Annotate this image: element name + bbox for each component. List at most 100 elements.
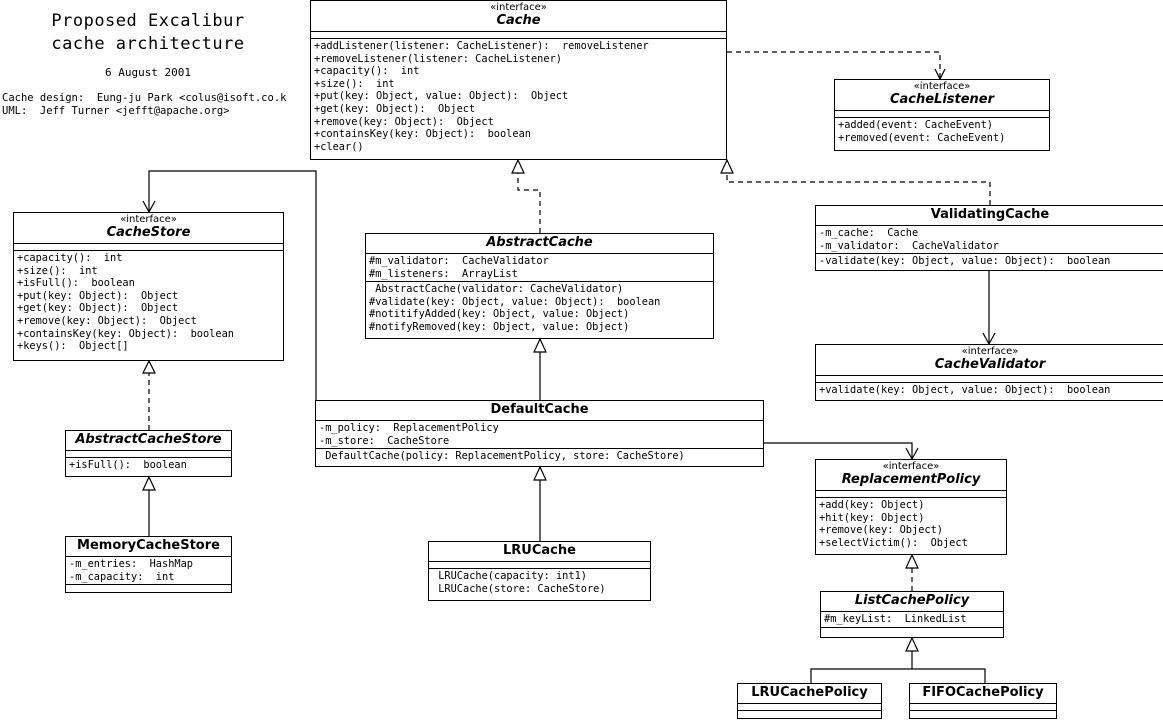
operation: +keys(): Object[] [17,340,129,353]
stereotype-label: «interface» [961,346,1019,357]
credit-design: Cache design: Eung-ju Park <colus@isoft.… [2,92,287,104]
attribute: -m_capacity: int [69,570,175,583]
attribute: -m_cache: Cache [819,227,919,239]
class-name: ListCachePolicy [854,593,970,608]
triangle-head [142,359,156,374]
operation: +capacity(): int [314,65,420,78]
class-name: ReplacementPolicy [841,472,981,487]
class-name: CacheStore [106,225,191,240]
attributes-compartment [816,491,1006,498]
operation: +remove(key: Object): Object [17,314,197,327]
attributes-compartment [311,32,726,39]
operations-compartment [66,585,231,591]
attribute: -m_policy: ReplacementPolicy [319,422,499,434]
attribute: #m_listeners: ArrayList [369,267,518,280]
operations-compartment [910,711,1056,717]
triangle-head [720,158,734,174]
triangle-head [142,475,156,491]
class-lru-cache-policy: LRUCachePolicy [737,683,882,719]
operation: AbstractCache(validator: CacheValidator) [369,283,624,296]
attributes-compartment [835,111,1049,118]
realization-abstractcache-cache [517,173,541,233]
operation: #notitifyAdded(key: Object, value: Objec… [369,308,630,321]
operation: +add(key: Object) [819,499,925,511]
operation: +get(key: Object): Object [314,102,476,115]
class-lru-cache: LRUCache LRUCache(capacity: int1) LRUCac… [428,541,651,601]
operations-compartment: +isFull(): boolean [66,458,231,473]
operation: +added(event: CacheEvent) [838,119,993,131]
association-store [148,170,317,400]
operations-compartment: DefaultCache(policy: ReplacementPolicy, … [316,449,763,464]
operation: +validate(key: Object, value: Object): b… [819,384,1111,396]
operation: +hit(key: Object) [819,511,925,524]
stereotype-label: «interface» [120,214,177,225]
operation: +isFull(): boolean [69,459,187,471]
attributes-compartment [738,704,881,711]
title-line-1: Proposed Excalibur [51,11,245,31]
operation: +remove(key: Object) [819,524,943,537]
class-abstract-cache: AbstractCache #m_validator: CacheValidat… [365,233,714,339]
class-default-cache: DefaultCache -m_policy: ReplacementPolic… [315,400,764,467]
class-cache-listener: «interface» CacheListener +added(event: … [834,79,1050,151]
operation: LRUCache(capacity: int1) [432,570,587,582]
diagram-date: 6 August 2001 [104,66,192,79]
operation: +get(key: Object): Object [17,302,179,315]
operation: +isFull(): boolean [17,277,135,290]
attributes-compartment [14,244,283,251]
title-line-2: cache architecture [51,34,245,54]
operation: +removed(event: CacheEvent) [838,131,1006,144]
class-name: AbstractCache [486,235,593,250]
operations-compartment: +added(event: CacheEvent) +removed(event… [835,118,1049,145]
triangle-head [533,465,547,481]
class-memory-cache-store: MemoryCacheStore -m_entries: HashMap -m_… [65,536,232,593]
generalization-policies [810,651,986,683]
operation: +addListener(listener: CacheListener): r… [314,40,649,52]
attributes-compartment [429,562,650,569]
attributes-compartment: -m_cache: Cache -m_validator: CacheValid… [816,226,1163,255]
operation: +capacity(): int [17,252,123,264]
operation: +put(key: Object): Object [17,289,179,302]
operation: +containsKey(key: Object): boolean [314,128,531,141]
operations-compartment [821,628,1003,634]
diagram-title: Proposed Excalibur cache architecture [8,10,288,56]
triangle-head [905,636,919,652]
triangle-head [511,158,525,174]
dependency-cache-listener [727,51,941,78]
diagram-credits: Cache design: Eung-ju Park <colus@isoft.… [2,92,286,118]
class-cache-store: «interface» CacheStore +capacity(): int … [13,212,284,361]
class-name: DefaultCache [490,402,589,417]
attribute: #m_keyList: LinkedList [824,613,967,625]
operations-compartment: +validate(key: Object, value: Object): b… [816,383,1163,398]
class-name: FIFOCachePolicy [922,685,1044,700]
operations-compartment: -validate(key: Object, value: Object): b… [816,254,1163,269]
class-replacement-policy: «interface» ReplacementPolicy +add(key: … [815,459,1007,555]
class-name: Cache [496,13,541,28]
attributes-compartment: #m_keyList: LinkedList [821,612,1003,628]
class-cache-validator: «interface» CacheValidator +validate(key… [815,344,1163,401]
credit-uml: UML: Jeff Turner <jefft@apache.org> [2,105,230,117]
class-name: AbstractCacheStore [75,432,222,447]
realization-validatingcache-cache [726,173,991,205]
class-name: LRUCache [503,543,576,558]
operation: -validate(key: Object, value: Object): b… [819,255,1111,268]
class-name: ValidatingCache [930,207,1050,222]
attribute: -m_entries: HashMap [69,558,193,570]
class-fifo-cache-policy: FIFOCachePolicy [909,683,1057,719]
operation: +selectVictim(): Object [819,536,968,549]
operation: +containsKey(key: Object): boolean [17,327,234,340]
class-list-cache-policy: ListCachePolicy #m_keyList: LinkedList [820,591,1004,638]
operation: DefaultCache(policy: ReplacementPolicy, … [319,450,685,463]
attributes-compartment: -m_policy: ReplacementPolicy -m_store: C… [316,421,763,450]
attributes-compartment: -m_entries: HashMap -m_capacity: int [66,557,231,586]
class-abstract-cache-store: AbstractCacheStore +isFull(): boolean [65,430,232,477]
class-name: CacheListener [889,92,995,107]
operation: +put(key: Object, value: Object): Object [314,90,569,103]
operations-compartment: +capacity(): int +size(): int +isFull():… [14,251,283,354]
operation: #validate(key: Object, value: Object): b… [369,295,661,308]
operation: +remove(key: Object): Object [314,115,494,128]
class-validating-cache: ValidatingCache -m_cache: Cache -m_valid… [815,205,1163,271]
attributes-compartment [66,451,231,458]
operation: +removeListener(listener: CacheListener) [314,52,562,65]
stereotype-label: «interface» [490,2,547,13]
